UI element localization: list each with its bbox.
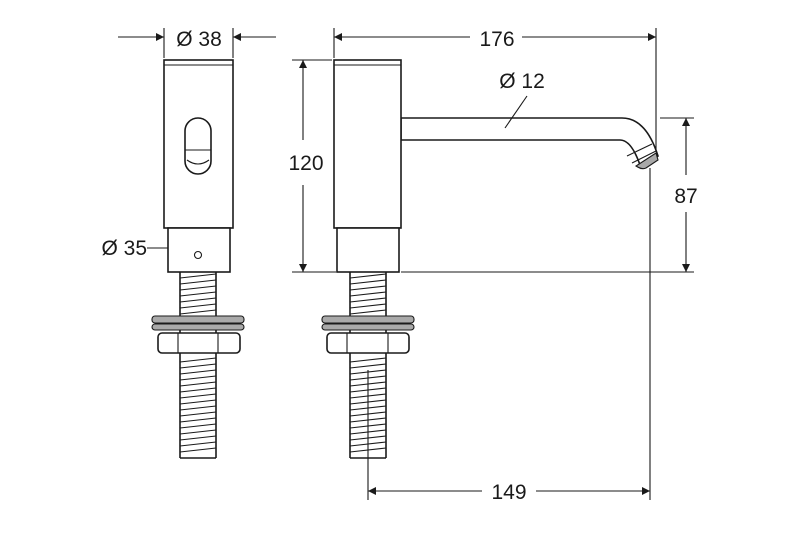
thread-line xyxy=(179,381,217,387)
thread-line xyxy=(179,369,217,375)
thread-line xyxy=(179,375,217,381)
thread-line xyxy=(179,441,217,447)
front-sleeve xyxy=(167,227,231,273)
dimension-spout-projection: 149 xyxy=(367,168,651,504)
thread-line xyxy=(179,417,217,423)
side-body xyxy=(333,59,402,229)
sensor-window xyxy=(184,117,212,175)
thread-line xyxy=(349,285,387,291)
spout-tip xyxy=(634,152,659,170)
thread-line xyxy=(179,303,217,309)
dim-spout-projection-label: 149 xyxy=(491,481,526,504)
dimension-body-height: 120 xyxy=(288,59,336,273)
thread-line xyxy=(179,285,217,291)
thread-line xyxy=(179,429,217,435)
thread-line xyxy=(179,279,217,285)
thread-line xyxy=(179,357,217,363)
front-washer-bottom xyxy=(151,323,245,331)
thread-line xyxy=(179,297,217,303)
dimension-spout-diameter: Ø 12 xyxy=(499,70,545,129)
dim-spout-height-label: 87 xyxy=(674,185,697,208)
front-thread xyxy=(179,272,217,459)
dimension-base-diameter: Ø 35 xyxy=(101,237,168,260)
side-nut xyxy=(326,332,410,354)
spout xyxy=(400,117,659,170)
thread-line xyxy=(349,357,387,363)
thread-line xyxy=(179,405,217,411)
thread-line xyxy=(179,399,217,405)
thread-line xyxy=(349,273,387,279)
thread-line xyxy=(349,297,387,303)
dim-top-diameter-label: Ø 38 xyxy=(176,28,222,51)
thread-line xyxy=(179,435,217,441)
front-nut xyxy=(157,332,241,354)
thread-line xyxy=(349,363,387,369)
thread-line xyxy=(179,363,217,369)
dim-base-diameter-label: Ø 35 xyxy=(101,237,147,260)
dimension-top-diameter: Ø 38 xyxy=(118,28,276,58)
front-view xyxy=(151,59,245,459)
thread-line xyxy=(179,291,217,297)
dimension-total-reach: 176 xyxy=(333,28,657,150)
thread-line xyxy=(179,309,217,315)
thread-line xyxy=(179,411,217,417)
thread-line xyxy=(179,387,217,393)
thread-line xyxy=(179,447,217,453)
dim-total-reach-label: 176 xyxy=(479,28,514,51)
side-washer-top xyxy=(321,315,415,324)
side-view xyxy=(321,59,659,459)
thread-line xyxy=(179,273,217,279)
side-washer-bottom xyxy=(321,323,415,331)
thread-line xyxy=(349,303,387,309)
dim-body-height-label: 120 xyxy=(288,152,323,175)
dimension-spout-height: 87 xyxy=(401,117,698,273)
thread-line xyxy=(179,393,217,399)
front-washer-top xyxy=(151,315,245,324)
thread-line xyxy=(349,309,387,315)
side-sleeve xyxy=(336,227,400,273)
thread-line xyxy=(349,279,387,285)
thread-line xyxy=(349,291,387,297)
dim-spout-diameter-label: Ø 12 xyxy=(499,70,545,93)
thread-line xyxy=(179,423,217,429)
